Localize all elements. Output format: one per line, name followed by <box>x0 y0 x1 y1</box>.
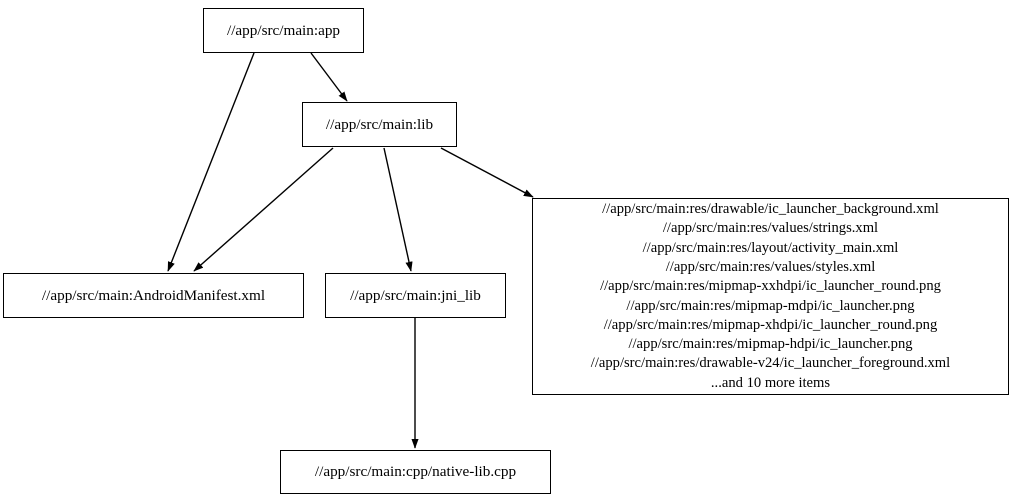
edge-lib-to-jni <box>383 147 413 272</box>
res-line-1: //app/src/main:res/values/strings.xml <box>662 220 879 237</box>
node-app[interactable]: //app/src/main:app <box>203 8 364 53</box>
node-res-aggregate-label: //app/src/main:res/drawable/ic_launcher_… <box>591 200 950 393</box>
node-app-label: //app/src/main:app <box>226 21 341 39</box>
node-android-manifest[interactable]: //app/src/main:AndroidManifest.xml <box>3 273 304 318</box>
edge-app-to-lib <box>310 52 348 102</box>
edge-lib-to-manifest <box>193 147 334 272</box>
node-lib-label: //app/src/main:lib <box>325 115 434 133</box>
res-line-2: //app/src/main:res/layout/activity_main.… <box>642 239 899 256</box>
res-line-5: //app/src/main:res/mipmap-mdpi/ic_launch… <box>626 297 915 314</box>
edge-app-to-manifest <box>167 52 255 272</box>
node-native-lib-cpp-label: //app/src/main:cpp/native-lib.cpp <box>314 463 517 481</box>
node-jni-lib-label: //app/src/main:jni_lib <box>350 286 481 304</box>
node-jni-lib[interactable]: //app/src/main:jni_lib <box>325 273 506 318</box>
res-line-0: //app/src/main:res/drawable/ic_launcher_… <box>602 201 939 218</box>
node-android-manifest-label: //app/src/main:AndroidManifest.xml <box>41 286 266 304</box>
res-line-7: //app/src/main:res/mipmap-hdpi/ic_launch… <box>628 336 913 353</box>
node-res-aggregate[interactable]: //app/src/main:res/drawable/ic_launcher_… <box>532 198 1009 395</box>
node-native-lib-cpp[interactable]: //app/src/main:cpp/native-lib.cpp <box>280 450 551 494</box>
node-lib[interactable]: //app/src/main:lib <box>302 102 457 147</box>
res-line-9: ...and 10 more items <box>710 374 831 391</box>
res-line-8: //app/src/main:res/drawable-v24/ic_launc… <box>590 355 951 372</box>
res-line-3: //app/src/main:res/values/styles.xml <box>665 258 876 275</box>
edge-lib-to-res <box>440 147 534 198</box>
res-line-4: //app/src/main:res/mipmap-xxhdpi/ic_laun… <box>600 278 941 295</box>
res-line-6: //app/src/main:res/mipmap-xhdpi/ic_launc… <box>603 316 938 333</box>
